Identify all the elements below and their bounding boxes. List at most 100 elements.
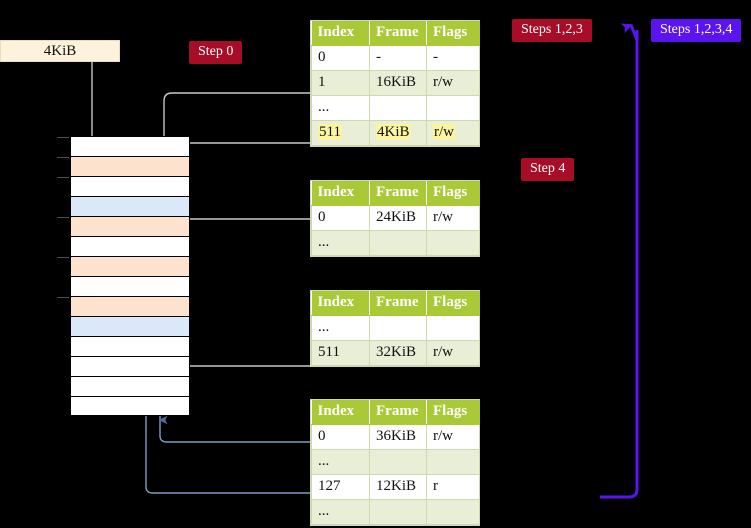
memory-frame-row (70, 336, 190, 356)
column-header-flags: Flags (426, 181, 480, 206)
cell-index: ... (311, 95, 370, 121)
cell-index: 0 (311, 424, 370, 450)
column-header-index: Index (311, 291, 370, 316)
cell-flags (426, 230, 480, 256)
memory-frame-row (57, 136, 190, 156)
memory-frame-row (70, 356, 190, 376)
table-row: ... (311, 499, 480, 525)
cell-frame: 24KiB (369, 205, 427, 231)
memory-tick-mark (57, 157, 69, 158)
cell-frame: 16KiB (369, 70, 427, 96)
cell-flags (426, 315, 480, 341)
cell-index: 511 (311, 120, 370, 146)
badge-steps-123: Steps 1,2,3 (512, 19, 592, 42)
column-header-flags: Flags (426, 291, 480, 316)
memory-frame-row (57, 216, 190, 236)
physical-memory-column (57, 136, 190, 416)
memory-frame-row (70, 276, 190, 296)
cell-flags (426, 499, 480, 525)
cell-index: ... (311, 449, 370, 475)
highlighted-value: r/w (433, 124, 455, 140)
cell-frame (369, 315, 427, 341)
memory-frame-row (57, 256, 190, 276)
table-row: ... (311, 449, 480, 475)
table-row: ... (311, 315, 480, 341)
badge-step-0-label: Step 0 (198, 44, 234, 59)
cell-frame: 32KiB (369, 340, 427, 366)
cell-flags: - (426, 45, 480, 71)
badge-steps-1234: Steps 1,2,3,4 (651, 19, 742, 42)
table-row: 0-- (311, 45, 480, 71)
cell-index: ... (311, 499, 370, 525)
memory-tick-mark (57, 257, 69, 258)
memory-frame-row (70, 376, 190, 396)
memory-tick-mark (57, 297, 69, 298)
column-header-index: Index (311, 181, 370, 206)
cell-index: ... (311, 230, 370, 256)
memory-tick-mark (57, 217, 69, 218)
cell-index: ... (311, 315, 370, 341)
cell-frame (369, 230, 427, 256)
cell-flags: r/w (426, 205, 480, 231)
cell-flags (426, 95, 480, 121)
memory-frame-row (70, 196, 190, 216)
table-row: 511 4KiB r/w (311, 120, 480, 146)
cell-flags: r/w (426, 424, 480, 450)
column-header-flags: Flags (426, 21, 480, 46)
cell-index: 127 (311, 474, 370, 500)
memory-frame-row (70, 396, 190, 416)
badge-step-4-label: Step 4 (530, 161, 566, 176)
cell-frame: 12KiB (369, 474, 427, 500)
badge-steps-1234-label: Steps 1,2,3,4 (660, 22, 733, 37)
badge-step-0: Step 0 (189, 41, 243, 64)
cell-index: 0 (311, 205, 370, 231)
highlighted-value: 4KiB (376, 124, 411, 140)
badge-step-4: Step 4 (521, 158, 575, 181)
memory-frame-row (57, 156, 190, 176)
column-header-frame: Frame (369, 181, 427, 206)
memory-frame-row (70, 236, 190, 256)
table-header-row: Index Frame Flags (311, 400, 480, 425)
cell-frame: 4KiB (369, 120, 427, 146)
column-header-index: Index (311, 21, 370, 46)
cell-frame (369, 499, 427, 525)
highlighted-value: 511 (318, 124, 342, 140)
table-header-row: Index Frame Flags (311, 181, 480, 206)
cell-flags (426, 449, 480, 475)
table-header-row: Index Frame Flags (311, 291, 480, 316)
column-header-frame: Frame (369, 21, 427, 46)
size-box-label: 4KiB (43, 43, 77, 59)
memory-tick-mark (57, 137, 69, 138)
cell-flags: r/w (426, 340, 480, 366)
memory-frame-row (70, 316, 190, 336)
cell-index: 511 (311, 340, 370, 366)
cell-flags: r/w (426, 120, 480, 146)
cell-frame: - (369, 45, 427, 71)
table-header-row: Index Frame Flags (311, 21, 480, 46)
table-row: ... (311, 95, 480, 121)
cell-frame (369, 95, 427, 121)
column-header-frame: Frame (369, 291, 427, 316)
cell-flags: r/w (426, 70, 480, 96)
column-header-index: Index (311, 400, 370, 425)
cell-frame (369, 449, 427, 475)
cell-frame: 36KiB (369, 424, 427, 450)
memory-frame-row (57, 176, 190, 196)
cell-flags: r (426, 474, 480, 500)
cell-index: 1 (311, 70, 370, 96)
cell-index: 0 (311, 45, 370, 71)
badge-steps-123-label: Steps 1,2,3 (521, 22, 583, 37)
size-box-4kib: 4KiB (0, 40, 120, 62)
